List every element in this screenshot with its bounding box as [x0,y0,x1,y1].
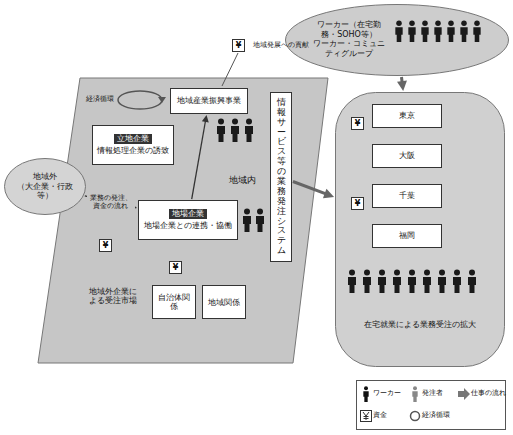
node-text: 地域関係 [208,298,240,307]
legend-text: 資金 [373,411,387,419]
legend-item: 仕事の流れ [458,385,506,403]
legend-sample [458,386,470,402]
money-sample-sign [363,412,369,420]
node-text: ワーカー（在宅勤務・SOHO等） [312,20,386,39]
legend-sample [360,386,372,402]
node-text: 大阪 [399,151,415,161]
box-heading: 立地企業 [114,134,152,144]
money-symbol: ¥ [99,239,112,252]
text-group: 立地企業情報処理企業の誘致 [93,126,173,164]
box-heading: 地場企業 [169,209,207,219]
text-group: 地域外（大企業・行政等） [4,158,86,215]
legend-text: 経済循環 [422,411,450,419]
node-text: 地域産業振興事業 [177,96,241,106]
money-square [100,240,112,252]
legend-item: 発注者 [409,385,457,403]
money-square [170,262,182,274]
outline-shape [5,159,86,215]
money-symbol: ¥ [351,197,364,210]
outline-shape [336,93,505,367]
person-sample [363,386,368,402]
text-group: 自治体関係 [153,286,195,318]
text-group: ワーカー（在宅勤務・SOHO等）ワーカー・コミュニティグループ [312,20,386,58]
legend-box: ワーカー 発注者 仕事の流れ資金 経済循環 [356,380,506,430]
text-group: 福岡 [373,225,441,247]
system-bar: 情報サービス等の業務発注システム [270,92,292,262]
node-text: 福岡 [399,231,415,241]
legend-sample [409,408,421,424]
text-group: 地域関係 [203,286,245,318]
money-symbol: ¥ [351,117,364,130]
legend-text: 発注者 [422,389,443,397]
process-box: 立地企業情報処理企業の誘致 [92,125,174,165]
legend-text: ワーカー [373,389,401,397]
legend-item: 資金 [360,407,408,425]
outline-shape [286,5,509,76]
text-group: 情報サービス等の業務発注システム [271,93,291,261]
node-text: 情報サービス等の業務発注システム [277,98,286,256]
node-text: （大企業・行政等） [14,182,76,201]
arrow-sample [458,388,470,400]
node-text: 地域内 [222,175,262,186]
node-text: 在宅就業による業務受注の拡大 [345,320,495,330]
node-text: 地域外 [33,172,57,182]
node-text: 東京 [399,111,415,121]
arrowhead [323,189,334,198]
text-group: 千葉 [373,185,441,207]
market-ellipse: 地域外企業による受注市場 [78,272,148,320]
node-text: 自治体関係 [156,293,192,311]
process-box: 地域産業振興事業 [170,88,248,114]
outline-shape [38,78,328,363]
process-box: 自治体関係 [152,285,196,319]
edge-label-text: 業務の発注、資金の流れ [87,194,135,211]
connector [397,77,407,91]
node-text: 地場企業との連携・協働 [144,221,232,231]
city-box: 大阪 [372,144,442,168]
text-group: 東京 [373,105,441,127]
node-text: 情報処理企業の誘致 [97,146,169,156]
cycle-sample [411,412,420,421]
node-text: ワーカー・コミュニティグループ [312,39,386,58]
text-group: 在宅就業による業務受注の拡大 [345,320,495,330]
money-symbol: ¥ [169,261,182,274]
note-label: 経済循環 [84,95,116,103]
money-symbol: ¥ [232,39,245,52]
legend-item: 経済循環 [409,407,457,425]
text-group: 地場企業地場企業との連携・協働 [139,201,237,239]
text-group: 地域外企業による受注市場 [78,272,148,320]
city-box: 東京 [372,104,442,128]
node-text: 地域外企業による受注市場 [88,287,138,305]
legend-sample [409,386,421,402]
remote-area: 在宅就業による業務受注の拡大 東京大阪千葉福岡 [335,92,505,367]
text-group: 地域内 [222,175,262,186]
legend-item: ワーカー [360,385,408,403]
text-group: 大阪 [373,145,441,167]
node-text: 千葉 [399,191,415,201]
money-square [352,198,364,210]
worker-group [217,119,253,143]
client-ellipse: 地域外（大企業・行政等） [4,158,86,215]
legend-text: 仕事の流れ [471,389,506,397]
region-area: 地域内地域産業振興事業立地企業情報処理企業の誘致地場企業地場企業との連携・協働地… [38,78,338,363]
city-box: 福岡 [372,224,442,248]
person-sample [412,386,417,402]
text-group: 地域産業振興事業 [171,89,247,113]
edge-label: 業務の発注、資金の流れ [87,193,135,212]
arrowhead [397,80,407,91]
money-square [352,118,364,130]
worker-group [348,270,476,294]
process-box: 地域関係 [202,285,246,319]
money-square [233,40,245,52]
note-label: 地域発展への貢献 [250,41,312,49]
worker-community: ワーカー（在宅勤務・SOHO等）ワーカー・コミュニティグループ [285,4,509,76]
legend-sample [360,408,372,424]
city-box: 千葉 [372,184,442,208]
process-box: 地場企業地場企業との連携・協働 [138,200,238,240]
money-sample [361,411,372,422]
